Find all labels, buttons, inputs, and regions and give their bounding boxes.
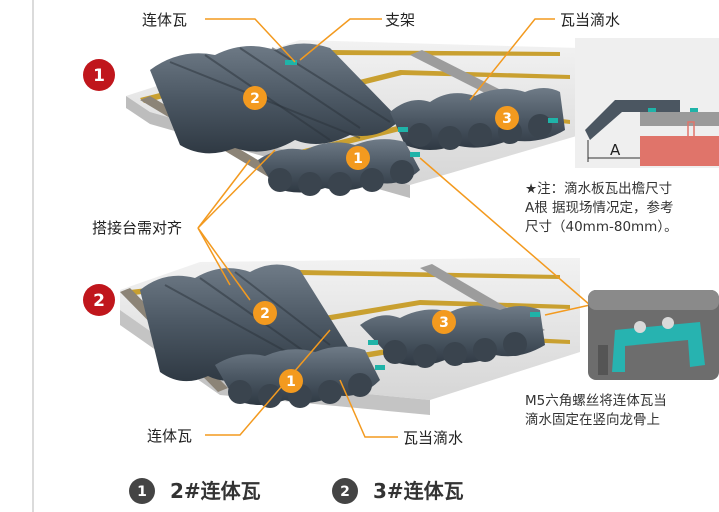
dimension-a-label: A — [610, 141, 621, 159]
svg-text:1: 1 — [353, 151, 363, 167]
legend-num-2: 2 — [340, 484, 350, 500]
bracket-top-2 — [398, 127, 408, 132]
svg-text:2: 2 — [93, 291, 105, 311]
label-connected-tile-bottom: 连体瓦 — [147, 427, 192, 445]
legend-text-1: 2#连体瓦 — [170, 479, 261, 503]
batten-bottom-2 — [240, 300, 570, 335]
legend: 1 2#连体瓦 2 3#连体瓦 — [129, 478, 464, 504]
label-overlap-align: 搭接台需对齐 — [92, 219, 182, 237]
top-assembly — [126, 40, 580, 198]
batten-top-2 — [205, 70, 570, 123]
eave-drip-bottom-right — [360, 305, 545, 368]
drip-note-line3: 尺寸（40mm-80mm）。 — [525, 219, 678, 235]
svg-text:2: 2 — [250, 91, 260, 107]
label-connected-tile-top: 连体瓦 — [142, 11, 187, 29]
step-marker-1 — [83, 59, 115, 91]
bolt-note-line2: 滴水固定在竖向龙骨上 — [525, 411, 660, 428]
leader-lines — [197, 18, 591, 438]
svg-text:3: 3 — [502, 111, 512, 127]
bracket-bottom-3 — [530, 312, 540, 317]
drip-note-line1: ★注：滴水板瓦出檐尺寸 — [525, 180, 672, 197]
bracket-top-1 — [285, 60, 297, 65]
bracket-top-4 — [548, 118, 558, 123]
label-eave-drip-top: 瓦当滴水 — [560, 11, 620, 29]
svg-text:3: 3 — [439, 315, 449, 331]
bottom-assembly — [120, 258, 580, 415]
eave-drip-top-right — [390, 88, 565, 150]
svg-text:1: 1 — [93, 66, 105, 86]
orange-callouts: 2 3 1 2 3 1 — [243, 86, 519, 393]
svg-text:2: 2 — [260, 306, 270, 322]
drip-note-line2: A根 据现场情况定，参考 — [525, 199, 674, 216]
legend-num-1: 1 — [137, 484, 147, 500]
label-eave-drip-bottom: 瓦当滴水 — [403, 429, 463, 447]
batten-top-1 — [140, 50, 560, 103]
eave-drip-top-front — [258, 139, 420, 196]
svg-text:1: 1 — [286, 374, 296, 390]
bolt-note-line1: M5六角螺丝将连体瓦当 — [525, 393, 667, 409]
legend-text-2: 3#连体瓦 — [373, 479, 464, 503]
step-marker-2 — [83, 284, 115, 316]
bracket-top-3 — [410, 152, 420, 157]
label-bracket: 支架 — [385, 11, 415, 29]
bracket-bottom-1 — [368, 340, 378, 345]
bracket-bottom-2 — [375, 365, 385, 370]
drip-detail: A — [575, 38, 719, 168]
bolt-detail-photo — [588, 290, 719, 380]
